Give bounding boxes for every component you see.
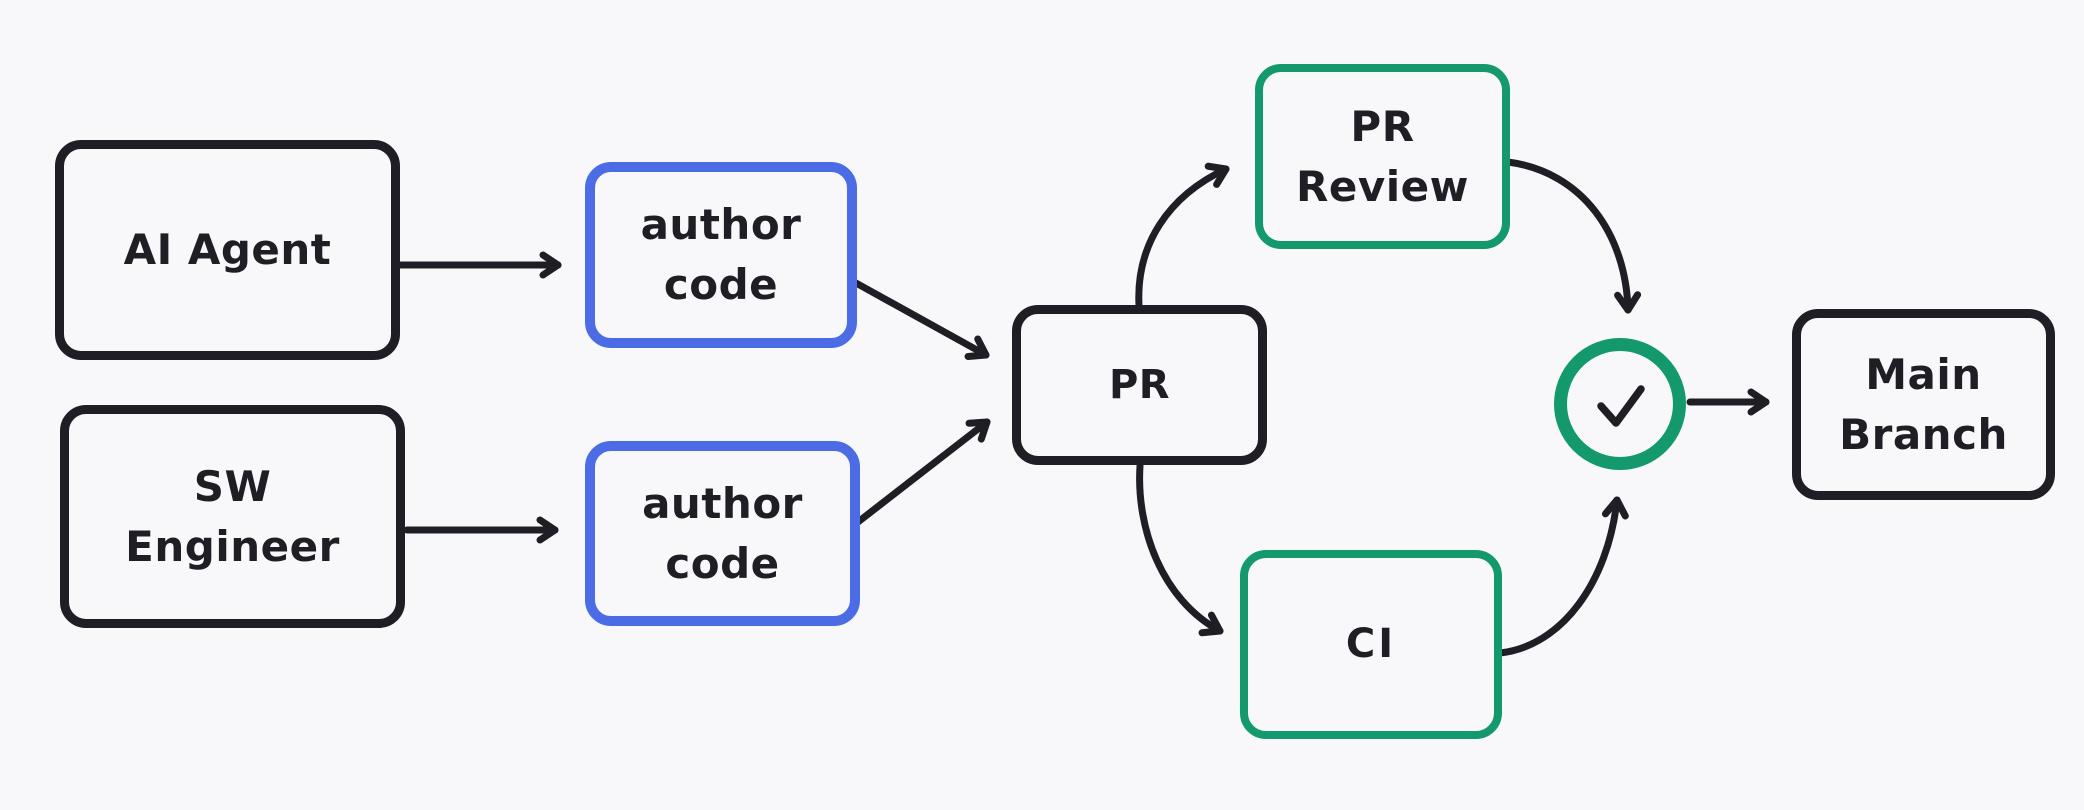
node-pr-label: PR bbox=[1108, 361, 1171, 408]
node-approved-check bbox=[1554, 338, 1686, 470]
edge-author-code-1-to-pr bbox=[852, 279, 990, 360]
node-author-code-2-label: author code bbox=[642, 478, 803, 588]
node-author-code-1-label: author code bbox=[640, 200, 802, 309]
node-ai-agent-label: AI Agent bbox=[123, 225, 332, 275]
edge-author-code-2-to-pr bbox=[854, 418, 991, 526]
node-pr-review-label: PR Review bbox=[1296, 101, 1469, 211]
edge-ci-to-approved-check bbox=[1496, 496, 1629, 657]
edge-pr-to-pr-review bbox=[1135, 162, 1230, 309]
node-sw-engineer: SW Engineer bbox=[60, 405, 405, 628]
edge-pr-review-to-approved-check bbox=[1504, 158, 1642, 314]
node-ci: CI bbox=[1240, 550, 1502, 739]
check-icon bbox=[1597, 385, 1645, 427]
node-author-code-1: author code bbox=[585, 162, 857, 348]
node-sw-engineer-label: SW Engineer bbox=[125, 461, 340, 571]
node-ai-agent: AI Agent bbox=[55, 140, 400, 360]
node-pr-review: PR Review bbox=[1255, 64, 1510, 249]
node-ci-label: CI bbox=[1345, 621, 1397, 668]
node-author-code-2: author code bbox=[585, 441, 860, 626]
node-pr: PR bbox=[1012, 305, 1267, 465]
edge-pr-to-ci bbox=[1136, 462, 1224, 637]
node-main-branch: Main Branch bbox=[1792, 309, 2055, 500]
node-main-branch-label: Main Branch bbox=[1839, 349, 2008, 459]
